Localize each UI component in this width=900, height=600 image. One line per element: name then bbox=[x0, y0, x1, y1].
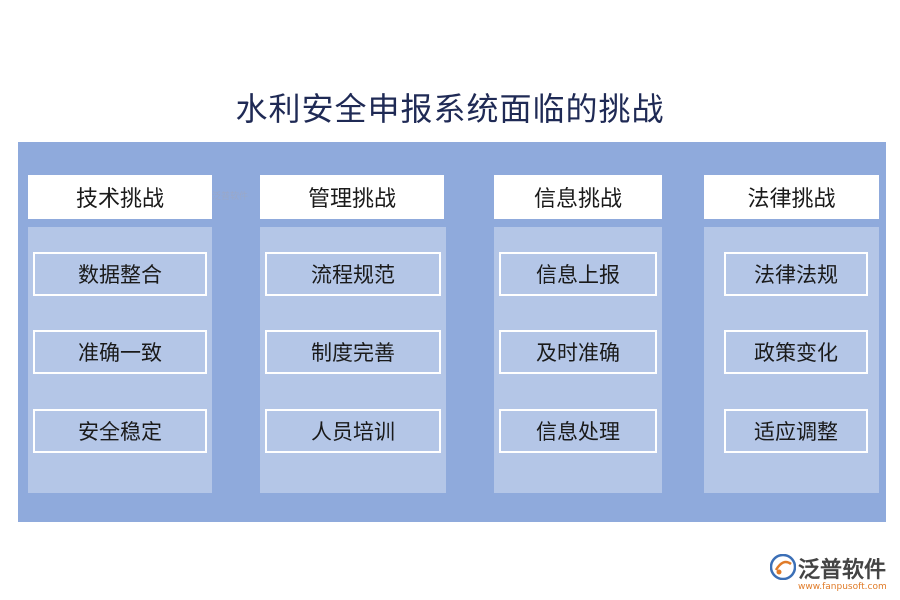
item-box: 信息上报 bbox=[499, 252, 657, 296]
item-box: 法律法规 bbox=[724, 252, 868, 296]
column-body-information: 信息上报 及时准确 信息处理 bbox=[494, 227, 662, 493]
item-box: 制度完善 bbox=[265, 330, 441, 374]
brand-url: www.fanpusoft.com bbox=[798, 582, 887, 592]
brand-name: 泛普软件 bbox=[798, 558, 887, 583]
watermark: 泛普软件 bbox=[212, 192, 249, 202]
item-box: 信息处理 bbox=[499, 409, 657, 453]
item-box: 适应调整 bbox=[724, 409, 868, 453]
column-body-legal: 法律法规 政策变化 适应调整 bbox=[704, 227, 879, 493]
column-body-management: 流程规范 制度完善 人员培训 bbox=[260, 227, 446, 493]
brand-logo: 泛普软件 www.fanpusoft.com bbox=[770, 552, 892, 596]
diagram-title: 水利安全申报系统面临的挑战 bbox=[235, 90, 665, 128]
item-box: 人员培训 bbox=[265, 409, 441, 453]
item-box: 流程规范 bbox=[265, 252, 441, 296]
column-header-management: 管理挑战 bbox=[260, 175, 444, 219]
item-box: 及时准确 bbox=[499, 330, 657, 374]
column-header-legal: 法律挑战 bbox=[704, 175, 879, 219]
item-box: 政策变化 bbox=[724, 330, 868, 374]
column-header-tech: 技术挑战 bbox=[28, 175, 212, 219]
brand-logo-icon bbox=[770, 554, 796, 580]
item-box: 准确一致 bbox=[33, 330, 207, 374]
column-header-information: 信息挑战 bbox=[494, 175, 662, 219]
item-box: 数据整合 bbox=[33, 252, 207, 296]
item-box: 安全稳定 bbox=[33, 409, 207, 453]
column-body-tech: 数据整合 准确一致 安全稳定 bbox=[28, 227, 212, 493]
